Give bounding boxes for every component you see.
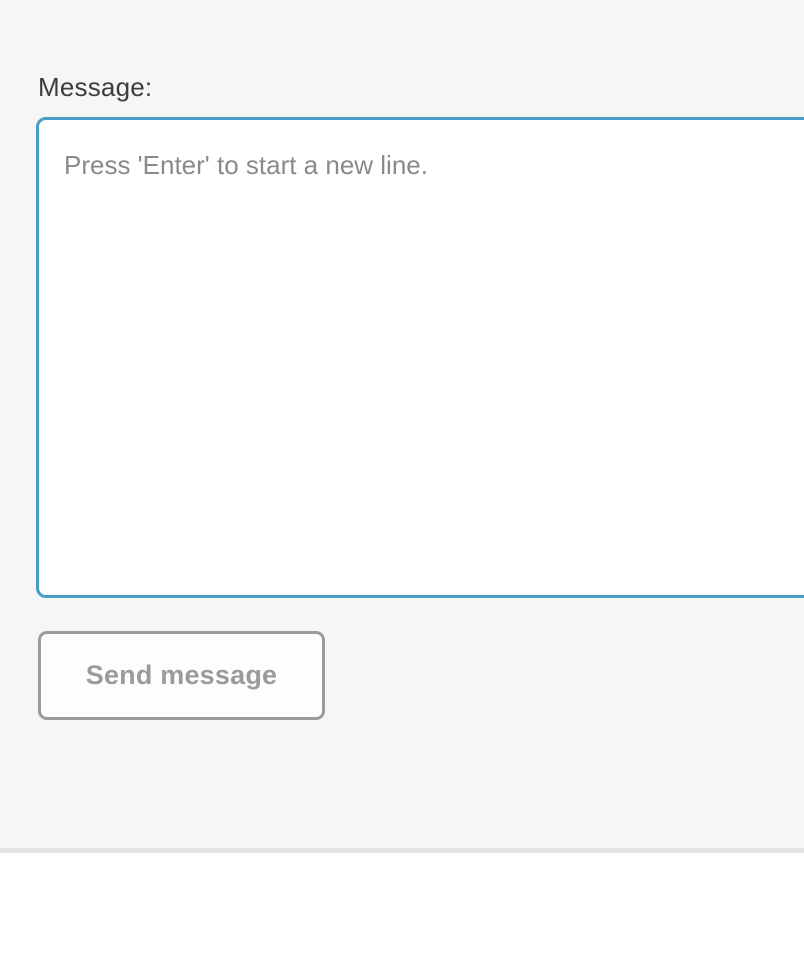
section-divider xyxy=(0,848,804,853)
lower-content-area xyxy=(0,853,804,980)
message-textarea[interactable] xyxy=(36,117,804,598)
message-form-panel: Message: Send message xyxy=(36,72,804,720)
message-label: Message: xyxy=(38,72,153,102)
send-message-button[interactable]: Send message xyxy=(38,631,325,720)
